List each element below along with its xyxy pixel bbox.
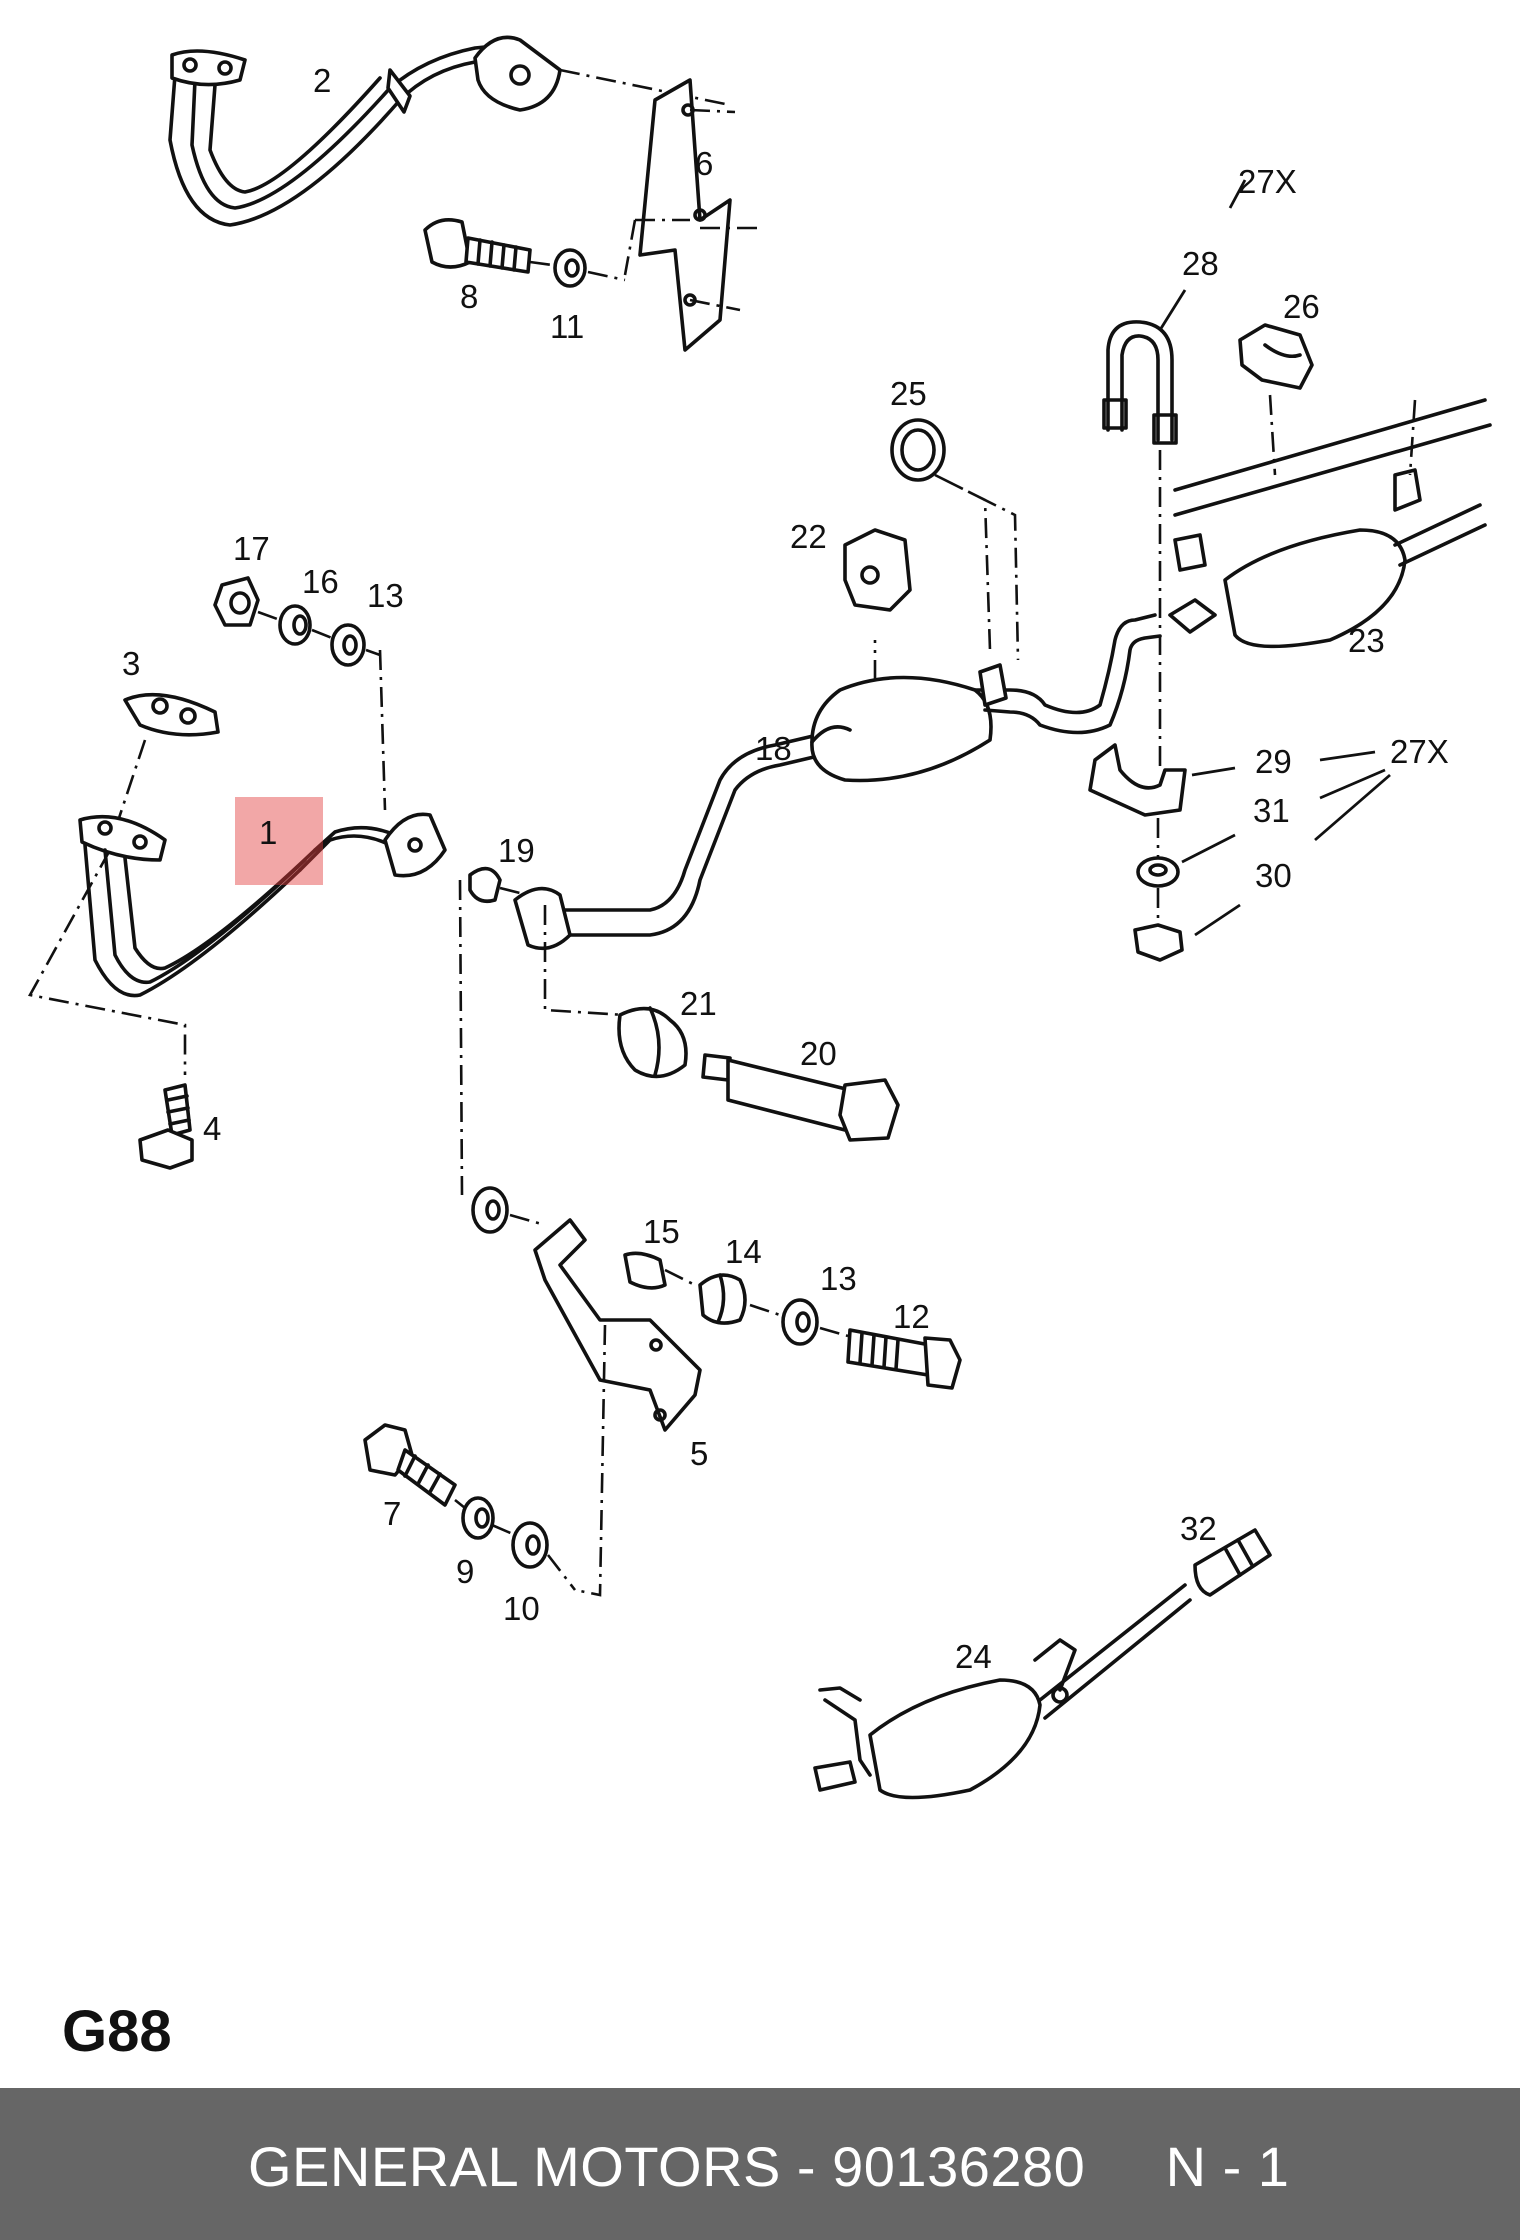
callout-27X-lower: 27X [1390,733,1449,770]
part-washer-lower-left [471,1186,509,1234]
part-5-bracket-lower [533,1218,702,1432]
callout-31: 31 [1253,792,1290,829]
part-2-front-pipe-upper [168,35,562,227]
part-1-highlight [235,797,323,885]
part-13-washer-upper [330,623,366,667]
part-1-front-pipe [78,812,447,998]
part-22-rubber-mount [843,528,912,612]
part-3-gasket [123,692,220,737]
callout-4: 4 [203,1110,221,1147]
callout-28: 28 [1182,245,1219,282]
part-12-bolt [846,1328,962,1390]
diagram-code-label: G88 [62,1999,172,2064]
callout-9: 9 [456,1553,474,1590]
part-25-clamp-ring [890,418,946,482]
callout-23: 23 [1348,622,1385,659]
part-7-bolt [363,1423,457,1507]
part-9-lock-washer [461,1496,495,1540]
callout-6: 6 [695,145,713,182]
callout-11: 11 [550,308,584,345]
callout-16: 16 [302,563,339,600]
part-13-washer-lower [781,1298,819,1346]
footer-part-number-text: GENERAL MOTORS - 90136280 N - 1 [248,2135,1290,2198]
callout-22: 22 [790,518,827,555]
part-6-bracket-upper [638,78,732,352]
callout-30: 30 [1255,857,1292,894]
part-26-rubber-hanger [1238,323,1314,390]
exhaust-system-exploded-diagram: 1 2 3 4 5 6 7 8 9 10 11 12 13 13 14 15 1… [27,35,1492,1800]
part-28-u-bolt [1102,320,1178,445]
callout-20: 20 [800,1035,837,1072]
callout-15: 15 [643,1213,680,1250]
part-23-rear-muffler [1168,398,1492,649]
callout-24: 24 [955,1638,992,1675]
callout-17: 17 [233,530,270,567]
part-24-rear-muffler-alt [813,1583,1192,1800]
callout-13-upper: 13 [367,577,404,614]
part-19-seal-ring [468,866,502,904]
callout-25: 25 [890,375,927,412]
callout-19: 19 [498,832,535,869]
callout-26: 26 [1283,288,1320,325]
part-32-tail-pipe-end [1193,1528,1272,1597]
callout-5: 5 [690,1435,708,1472]
footer-bar: GENERAL MOTORS - 90136280 N - 1 [0,2088,1520,2240]
callout-18: 18 [755,730,792,767]
part-11-washer [553,248,587,288]
part-8-bolt [423,218,532,274]
callout-10: 10 [503,1590,540,1627]
part-20-bolt-sleeve [701,1053,900,1142]
part-4-bolt [138,1083,194,1170]
callout-7: 7 [383,1495,401,1532]
callout-8: 8 [460,278,478,315]
callout-12: 12 [893,1298,930,1335]
part-30-nut [1133,923,1184,962]
callout-14: 14 [725,1233,762,1270]
part-29-clamp [1088,743,1187,817]
callout-32: 32 [1180,1510,1217,1547]
part-21-rubber-bushing [617,1006,688,1079]
callout-13-lower: 13 [820,1260,857,1297]
part-18-center-muffler [513,613,1162,951]
part-16-lock-washer [278,604,312,646]
part-14-rubber-bushing [698,1273,747,1325]
callout-27X-upper: 27X [1238,163,1297,200]
callout-29: 29 [1255,743,1292,780]
callout-3: 3 [122,645,140,682]
part-15-spacer [623,1251,667,1290]
callout-2: 2 [313,62,331,99]
callout-21: 21 [680,985,717,1022]
callout-1: 1 [259,814,277,851]
part-31-washer [1136,856,1180,888]
part-17-nut [213,576,260,627]
part-10-washer [511,1521,549,1569]
